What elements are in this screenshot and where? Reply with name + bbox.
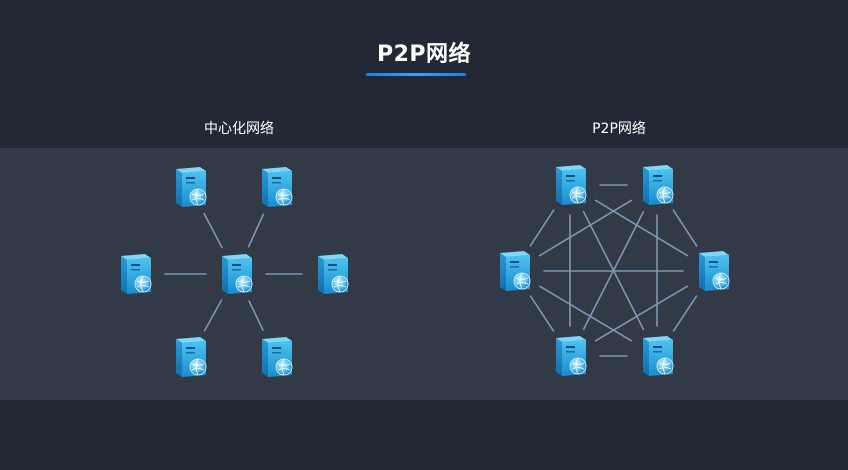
server-globe-icon bbox=[261, 166, 293, 208]
server-globe-icon bbox=[120, 253, 152, 295]
server-globe-icon bbox=[642, 335, 674, 377]
p2p-link bbox=[529, 295, 555, 332]
server-globe-icon bbox=[221, 253, 253, 295]
server-globe-icon bbox=[698, 250, 730, 292]
server-globe-icon bbox=[642, 164, 674, 206]
server-globe-icon bbox=[261, 336, 293, 378]
p2p-link bbox=[538, 285, 633, 342]
p2p-network-label: P2P网络 bbox=[592, 121, 646, 137]
centralized-link bbox=[203, 299, 223, 332]
server-globe-icon bbox=[555, 335, 587, 377]
p2p-link bbox=[672, 295, 698, 332]
centralized-link bbox=[247, 213, 265, 248]
p2p-link bbox=[594, 199, 689, 257]
title-underline bbox=[366, 73, 466, 76]
p2p-link bbox=[529, 209, 555, 247]
p2p-link bbox=[538, 199, 633, 257]
centralized-network-label: 中心化网络 bbox=[204, 121, 274, 137]
page-title: P2P网络 bbox=[376, 42, 472, 67]
server-globe-icon bbox=[555, 164, 587, 206]
centralized-link bbox=[248, 300, 264, 331]
p2p-link bbox=[594, 285, 689, 342]
server-globe-icon bbox=[317, 253, 349, 295]
server-globe-icon bbox=[499, 250, 531, 292]
server-globe-icon bbox=[175, 166, 207, 208]
server-globe-icon bbox=[175, 336, 207, 378]
centralized-link bbox=[203, 212, 223, 249]
p2p-link bbox=[672, 209, 698, 247]
